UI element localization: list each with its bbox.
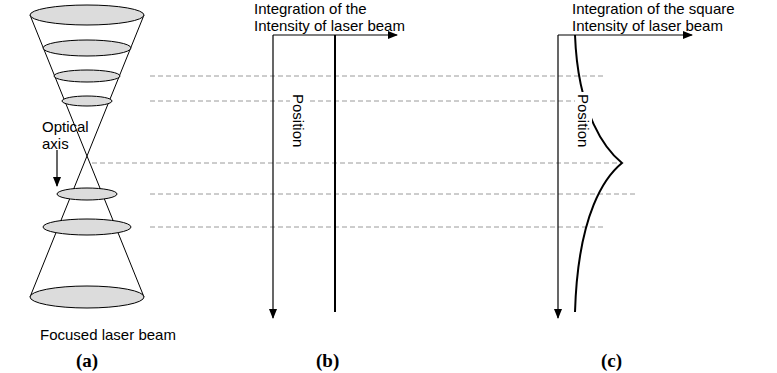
axis-label: Position	[290, 92, 307, 149]
axis-label: Optical axis	[42, 118, 102, 152]
axis-arrow	[56, 150, 57, 186]
axes-b	[273, 35, 397, 318]
figure-label: Focused laser beam	[40, 326, 210, 343]
panel-letter: (b)	[316, 352, 356, 369]
guide-lines	[92, 76, 635, 227]
axis-title: Integration of the square Intensity of l…	[572, 0, 748, 34]
axes-c	[558, 35, 692, 318]
panel-letter: (c)	[601, 352, 641, 369]
axis-title: Integration of the Intensity of laser be…	[254, 0, 419, 34]
laser-beam-cone	[30, 5, 144, 308]
axis-label: Position	[575, 92, 592, 149]
panel-letter: (a)	[76, 352, 116, 369]
